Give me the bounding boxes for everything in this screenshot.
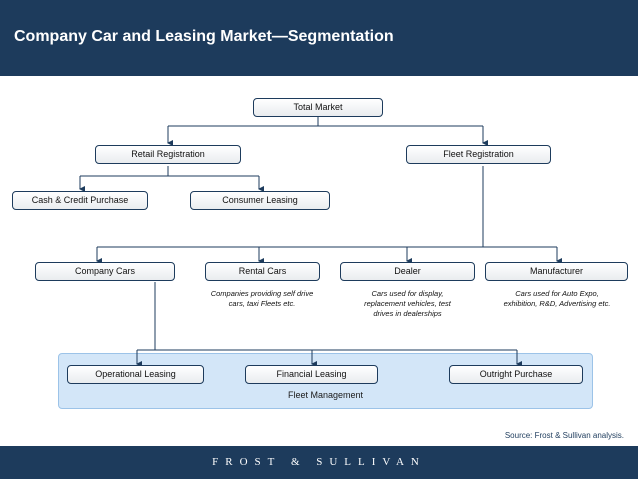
node-manufacturer: Manufacturer xyxy=(485,262,628,281)
footer-bar: FROST & SULLIVAN xyxy=(0,446,638,479)
node-retail-registration: Retail Registration xyxy=(95,145,241,164)
title-bar: Company Car and Leasing Market—Segmentat… xyxy=(0,0,638,76)
note-rental-cars: Companies providing self drive cars, tax… xyxy=(210,289,314,308)
page-title: Company Car and Leasing Market—Segmentat… xyxy=(14,28,394,45)
node-financial-leasing: Financial Leasing xyxy=(245,365,378,384)
note-dealer: Cars used for display, replacement vehic… xyxy=(364,289,451,318)
connector-retail-split xyxy=(80,166,259,177)
note-manufacturer: Cars used for Auto Expo, exhibition, R&D… xyxy=(503,289,611,308)
node-outright-purchase: Outright Purchase xyxy=(449,365,583,384)
node-consumer-leasing: Consumer Leasing xyxy=(190,191,330,210)
node-operational-leasing: Operational Leasing xyxy=(67,365,204,384)
source-note: Source: Frost & Sullivan analysis. xyxy=(504,431,624,440)
node-cash-credit-purchase: Cash & Credit Purchase xyxy=(12,191,148,210)
fleet-management-label: Fleet Management xyxy=(287,390,364,400)
node-fleet-registration: Fleet Registration xyxy=(406,145,551,164)
node-company-cars: Company Cars xyxy=(35,262,175,281)
node-total-market: Total Market xyxy=(253,98,383,117)
node-rental-cars: Rental Cars xyxy=(205,262,320,281)
node-dealer: Dealer xyxy=(340,262,475,281)
frost-sullivan-logo: FROST & SULLIVAN xyxy=(212,456,426,468)
connector-total-split xyxy=(168,117,483,127)
